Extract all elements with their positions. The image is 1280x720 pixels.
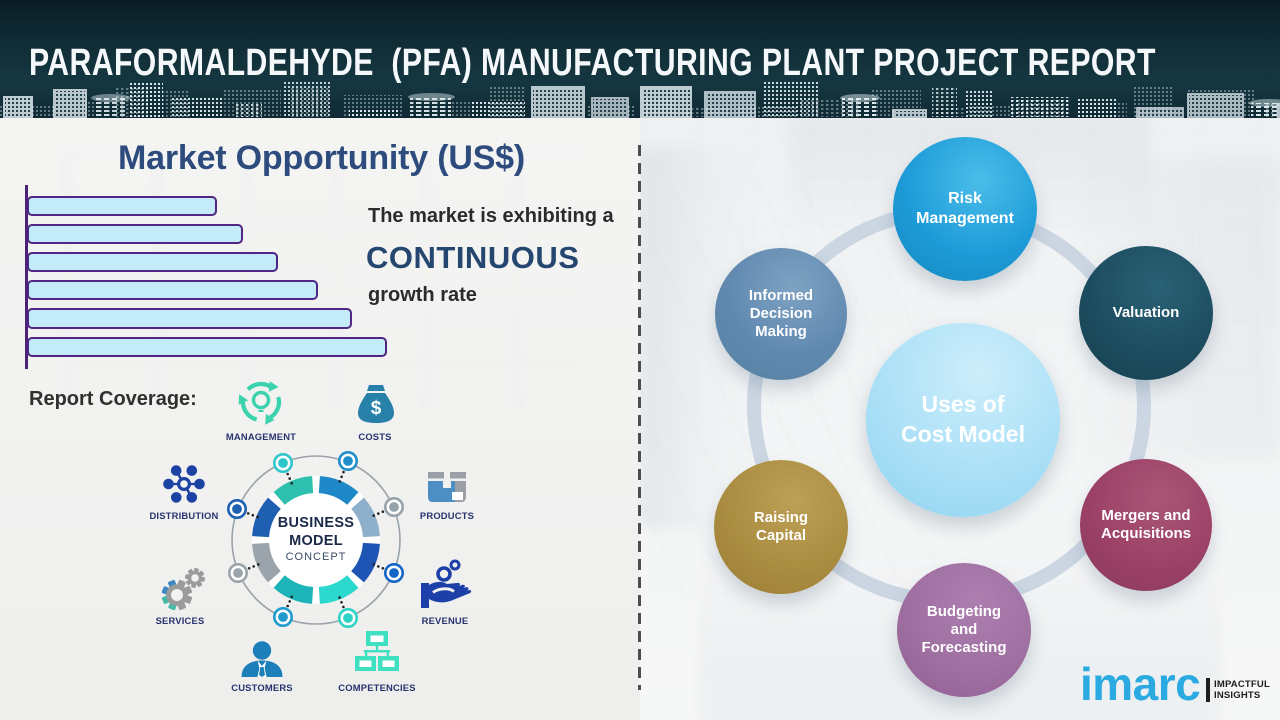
svg-text:SERVICES: SERVICES: [156, 615, 205, 626]
svg-text:$: $: [371, 398, 382, 419]
svg-text:REVENUE: REVENUE: [422, 615, 469, 626]
svg-text:MANAGEMENT: MANAGEMENT: [226, 431, 296, 442]
svg-text:MODEL: MODEL: [289, 533, 343, 549]
svg-text:CUSTOMERS: CUSTOMERS: [231, 682, 293, 693]
svg-text:BUSINESS: BUSINESS: [278, 515, 355, 531]
svg-text:COMPETENCIES: COMPETENCIES: [338, 682, 415, 693]
svg-text:CONCEPT: CONCEPT: [286, 551, 347, 563]
svg-text:PRODUCTS: PRODUCTS: [420, 510, 474, 521]
svg-text:COSTS: COSTS: [358, 431, 391, 442]
svg-text:DISTRIBUTION: DISTRIBUTION: [149, 510, 218, 521]
